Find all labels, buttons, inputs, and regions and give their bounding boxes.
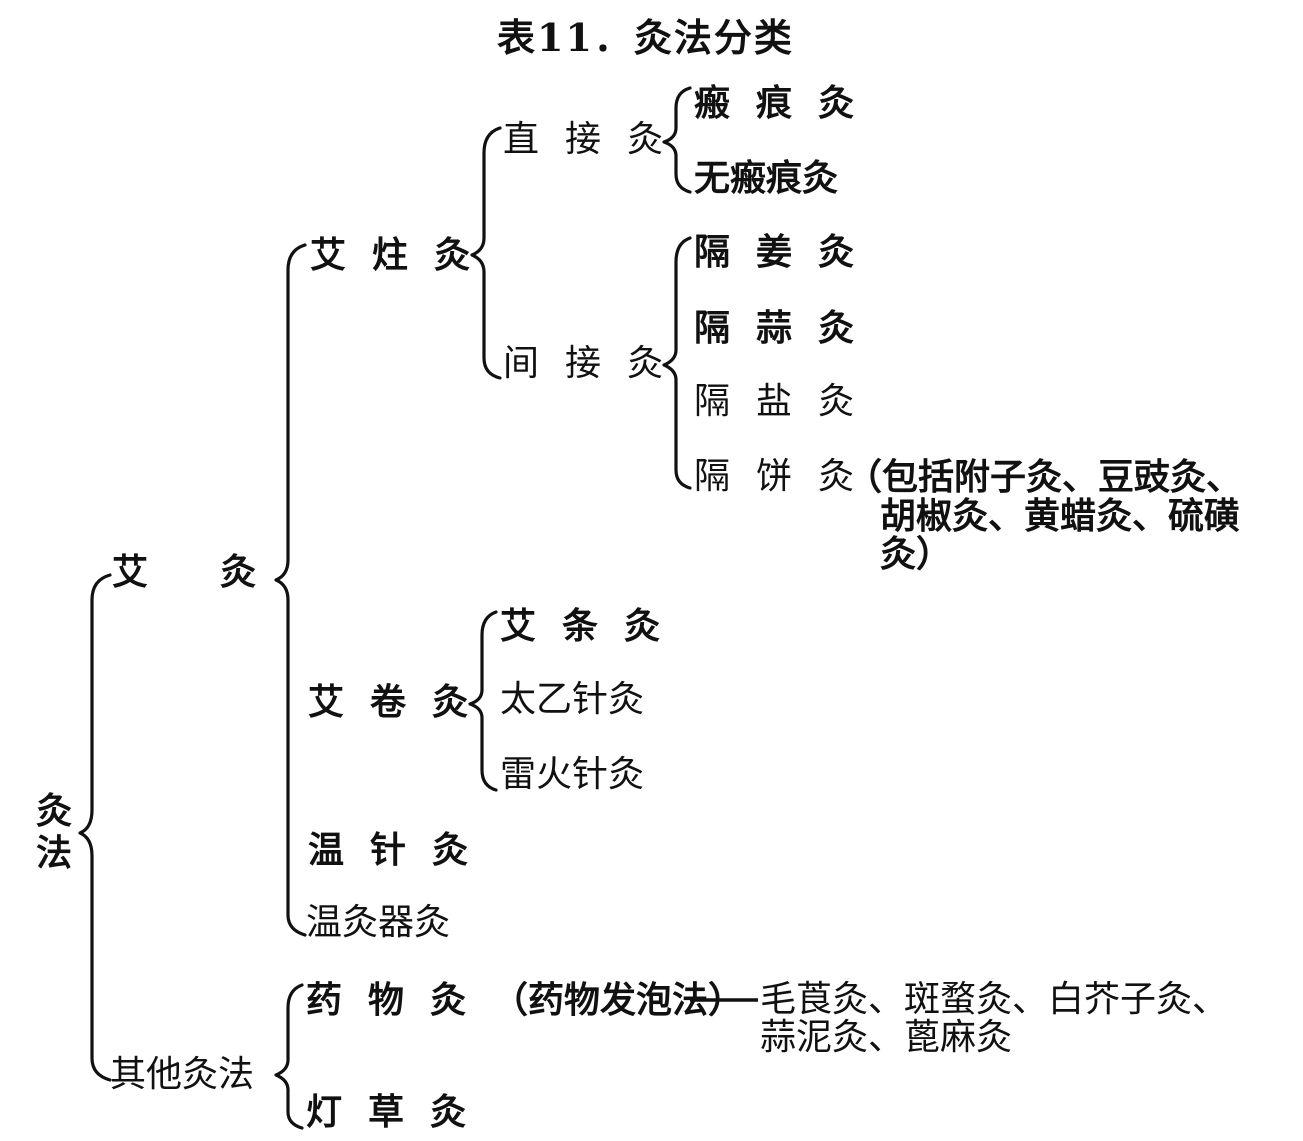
root-label: 灸法 [36, 790, 73, 874]
drug-example-line-0: 毛莨灸、斑蝥灸、白芥子灸、 [760, 979, 1229, 1020]
wen-jiu-qi-label: 温灸器灸 [306, 902, 451, 943]
indirect-item-1: 隔蒜灸 [694, 307, 881, 349]
indirect-item-0: 隔姜灸 [694, 231, 881, 273]
brace-other [274, 983, 304, 1130]
indirect-note-line-0: （包括附子灸、豆豉灸、 [846, 456, 1243, 498]
indirect-note-line-2: 灸） [880, 533, 953, 575]
moxa-label: 艾 灸 [112, 551, 257, 593]
brace-root [78, 573, 112, 1082]
brace-direct [662, 86, 692, 194]
ai-juan-item-1: 太乙针灸 [500, 679, 645, 720]
indirect-label: 间接灸 [503, 343, 690, 384]
wen-zhen-label: 温针灸 [308, 829, 495, 871]
indirect-item-2: 隔盐灸 [694, 381, 881, 422]
deng-cao-label: 灯草灸 [306, 1091, 493, 1133]
direct-label: 直接灸 [503, 119, 690, 160]
drug-moxa-note: （药物发泡法） [492, 979, 745, 1021]
indirect-item-3: 隔饼灸 [694, 456, 881, 497]
direct-item-1: 无瘢痕灸 [694, 157, 839, 199]
direct-item-0: 瘢痕灸 [694, 82, 881, 124]
ai-juan-label: 艾卷灸 [308, 681, 495, 723]
drug-moxa-label: 药物灸（药物发泡法） [306, 980, 744, 1020]
brace-moxa [274, 243, 307, 937]
ai-juan-item-2: 雷火针灸 [500, 754, 645, 795]
other-moxibustion-label: 其他灸法 [110, 1054, 255, 1095]
brace-ai-juan [468, 610, 498, 792]
diagram-title: 表11．灸法分类 [497, 15, 794, 60]
brace-indirect [662, 236, 692, 490]
drug-moxa-name: 药物灸 [306, 979, 493, 1021]
indirect-note-line-1: 胡椒灸、黄蜡灸、硫磺 [880, 495, 1241, 537]
ai-juan-item-0: 艾条灸 [500, 605, 687, 647]
drug-example-line-1: 蒜泥灸、蓖麻灸 [760, 1017, 1013, 1058]
ai-zhu-label: 艾炷灸 [310, 234, 497, 276]
brace-ai-zhu [470, 126, 502, 380]
